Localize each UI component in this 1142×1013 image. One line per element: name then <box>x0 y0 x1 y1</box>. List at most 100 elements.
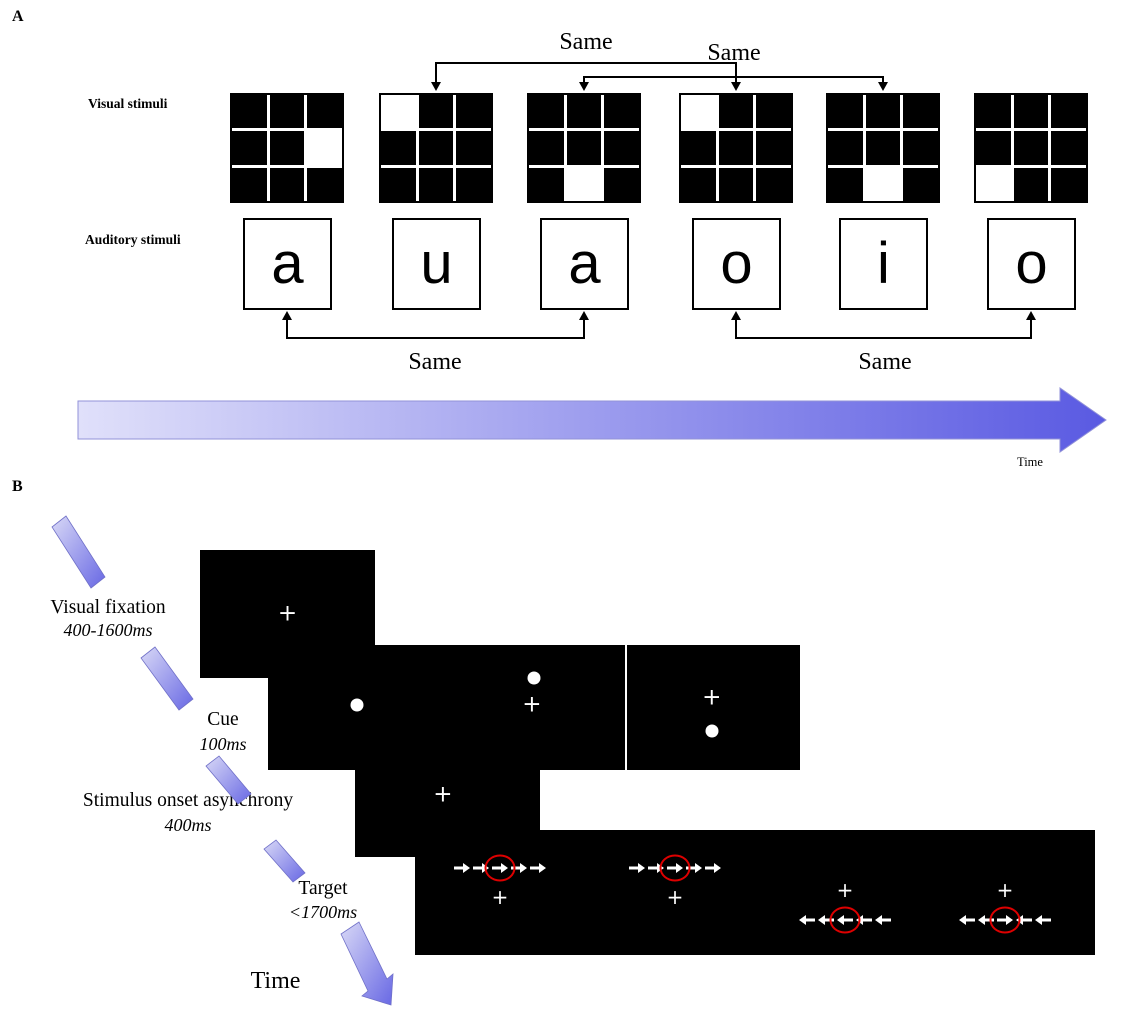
flanker-arrow-row <box>959 906 1051 934</box>
auditory-stimulus-6: o <box>987 218 1076 310</box>
flanker-arrow-right <box>629 863 645 873</box>
grid-cell-black <box>232 167 267 201</box>
step-label-visual-fixation: Visual fixation <box>50 597 166 618</box>
grid-cell-black <box>418 131 454 165</box>
flanker-arrow-right <box>705 863 721 873</box>
grid-cell-black <box>529 95 564 129</box>
visual-stimulus-grid-3 <box>527 93 641 203</box>
visual-stimulus-grid-4 <box>679 93 793 203</box>
step-label-soa: Stimulus onset asynchrony <box>82 790 294 811</box>
same-link-auditory-arrowheads <box>282 311 1036 320</box>
grid-cell-black <box>976 131 1011 165</box>
flanker-arrow-row <box>454 854 546 882</box>
grid-cell-black <box>529 167 564 201</box>
grid-cell-black <box>604 167 639 201</box>
visual-stimulus-grid-6 <box>974 93 1088 203</box>
auditory-stimulus-1: a <box>243 218 332 310</box>
grid-cell-black <box>418 167 454 201</box>
same-label-auditory-2: Same <box>858 349 912 375</box>
grid-cell-white <box>681 95 716 129</box>
grid-cell-black <box>1051 167 1086 201</box>
flanker-arrow-right <box>530 863 546 873</box>
screen-cue-above: + <box>446 645 625 770</box>
grid-cell-black <box>1013 131 1049 165</box>
fixation-cross: + <box>666 885 684 909</box>
step-connector-4 <box>263 839 306 883</box>
time-arrow-panel-b <box>340 921 394 1006</box>
time-arrow-panel-a <box>77 387 1107 453</box>
grid-cell-black <box>307 167 342 201</box>
grid-cell-black <box>718 95 754 129</box>
step-duration-visual-fixation: 400-1600ms <box>63 620 153 640</box>
grid-cell-black <box>418 95 454 129</box>
target-screen: ++++ <box>415 830 1095 955</box>
grid-cell-white <box>976 167 1011 201</box>
target-highlight-circle <box>829 906 861 934</box>
flanker-arrow-left <box>978 915 994 925</box>
fixation-cross: + <box>522 691 542 718</box>
panel-b-label: B <box>12 478 23 495</box>
grid-cell-black <box>381 167 416 201</box>
grid-cell-black <box>456 131 491 165</box>
grid-cell-black <box>718 131 754 165</box>
grid-cell-black <box>1051 95 1086 129</box>
grid-cell-black <box>976 95 1011 129</box>
grid-cell-black <box>604 95 639 129</box>
step-label-cue: Cue <box>207 709 239 730</box>
step-duration-soa: 400ms <box>164 815 212 835</box>
grid-cell-black <box>903 167 938 201</box>
flanker-arrow-left <box>1035 915 1051 925</box>
grid-cell-black <box>269 95 305 129</box>
time-label-panel-b: Time <box>250 968 301 994</box>
grid-cell-black <box>1013 95 1049 129</box>
grid-cell-black <box>756 131 791 165</box>
grid-cell-black <box>1051 131 1086 165</box>
fixation-cross: + <box>836 878 854 902</box>
grid-cell-black <box>756 167 791 201</box>
same-label-visual-2: Same <box>707 40 761 66</box>
grid-cell-white <box>865 167 901 201</box>
grid-cell-black <box>232 131 267 165</box>
grid-cell-black <box>828 95 863 129</box>
time-label-panel-a: Time <box>1017 455 1043 469</box>
step-connector-1 <box>51 515 106 589</box>
flanker-arrow-left <box>799 915 815 925</box>
flanker-arrow-right <box>454 863 470 873</box>
grid-cell-black <box>269 167 305 201</box>
grid-cell-black <box>681 131 716 165</box>
auditory-stimulus-3: a <box>540 218 629 310</box>
grid-cell-black <box>456 167 491 201</box>
auditory-stimuli-label: Auditory stimuli <box>85 232 181 247</box>
cue-dot <box>705 724 719 738</box>
same-link-auditory-lines <box>286 319 1032 339</box>
visual-stimulus-grid-5 <box>826 93 940 203</box>
target-highlight-circle <box>659 854 691 882</box>
grid-cell-black <box>269 131 305 165</box>
step-label-target: Target <box>298 878 348 899</box>
grid-cell-black <box>1013 167 1049 201</box>
step-duration-target: <1700ms <box>288 902 358 922</box>
grid-cell-black <box>307 95 342 129</box>
step-duration-cue: 100ms <box>199 734 247 754</box>
flanker-arrow-left <box>875 915 891 925</box>
flanker-arrow-left <box>818 915 834 925</box>
grid-cell-black <box>232 95 267 129</box>
visual-stimuli-label: Visual stimuli <box>88 96 168 111</box>
grid-cell-black <box>681 167 716 201</box>
grid-cell-white <box>307 131 342 165</box>
grid-cell-black <box>903 131 938 165</box>
target-highlight-circle <box>989 906 1021 934</box>
visual-stimulus-grid-2 <box>379 93 493 203</box>
grid-cell-black <box>865 95 901 129</box>
auditory-stimulus-2: u <box>392 218 481 310</box>
fixation-cross: + <box>702 684 722 710</box>
flanker-arrow-left <box>959 915 975 925</box>
same-link-visual-lines <box>435 62 884 83</box>
grid-cell-black <box>718 167 754 201</box>
flanker-arrow-row <box>799 906 891 934</box>
grid-cell-black <box>381 131 416 165</box>
panel-a-label: A <box>12 8 24 25</box>
flanker-arrow-row <box>629 854 721 882</box>
grid-cell-black <box>566 131 602 165</box>
